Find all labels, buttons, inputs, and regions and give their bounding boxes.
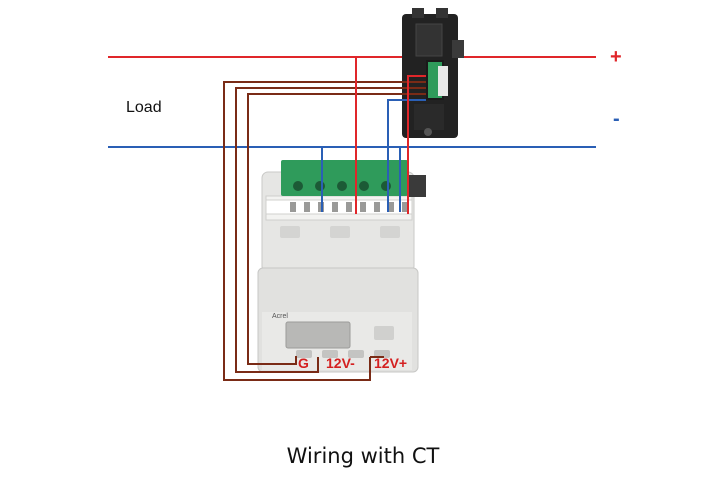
brand-label: Acrel [272,313,288,320]
terminal-12v-plus-label: 12V+ [374,355,407,371]
negative-sense-wires [321,99,426,212]
load-label: Load [126,99,162,116]
diagram-caption: Wiring with CT [286,444,440,468]
energy-meter: Acrel [257,160,426,373]
positive-sense-wires [355,57,426,214]
terminal-g-label: G [298,355,309,371]
signal-wires [223,81,426,381]
terminal-12v-minus-label: 12V- [326,355,355,371]
plus-label: + [610,46,622,68]
minus-label: - [613,108,620,130]
current-transformer [402,8,464,138]
